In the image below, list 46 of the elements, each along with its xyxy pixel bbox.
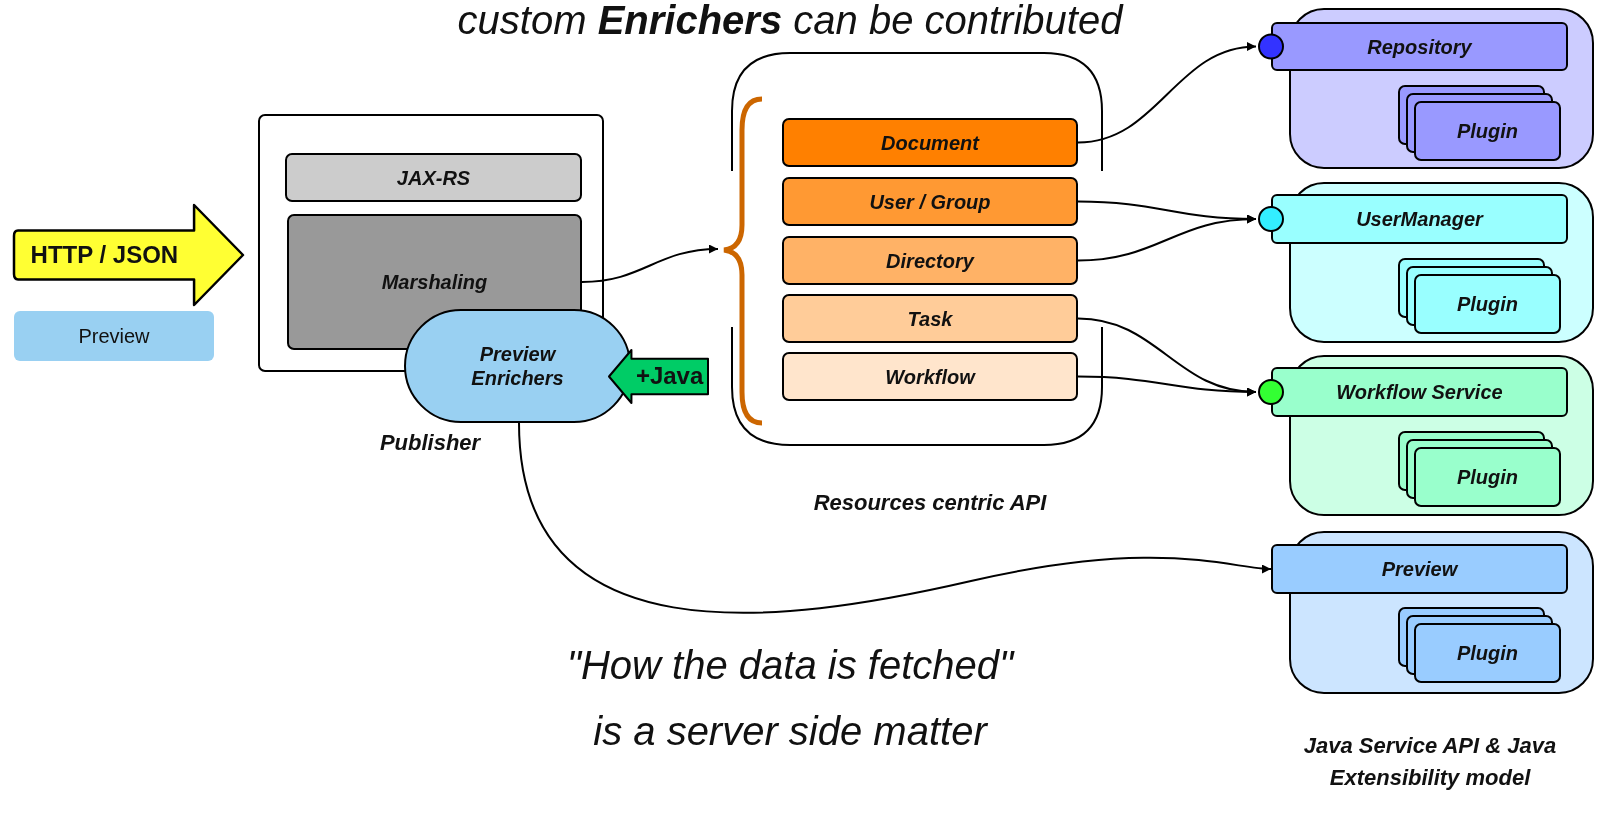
node-label: Plugin — [1456, 465, 1519, 489]
caption-text: custom Enrichers can be contributed — [456, 0, 1125, 44]
resource-box — [782, 352, 1078, 401]
node-label: Preview — [78, 324, 150, 348]
arrow — [1077, 214, 1257, 262]
node-label: Document — [881, 130, 979, 155]
node-label: Preview Enrichers — [470, 342, 565, 390]
service-bar — [1256, 367, 1568, 417]
quote-text: "How the data is fetched" is a server side matter — [565, 642, 1016, 755]
arrow-shape — [606, 347, 712, 406]
caption-text: Resources centric API — [812, 490, 1048, 517]
resource-box — [782, 177, 1078, 226]
arrow — [581, 244, 719, 283]
resource-box — [782, 236, 1078, 285]
node-label: Task — [907, 306, 953, 331]
node-label: JAX-RS — [396, 165, 471, 190]
node-label: Plugin — [1456, 119, 1519, 143]
resource-box — [782, 118, 1078, 167]
node-label: Marshaling — [381, 270, 488, 294]
node-label: HTTP / JSON — [30, 240, 179, 270]
node-label: UserManager — [1356, 207, 1483, 231]
plugin-card-stack — [1398, 431, 1561, 507]
plugin-card-stack — [1398, 607, 1561, 683]
layer-box — [285, 153, 582, 202]
node-label: User / Group — [869, 189, 991, 214]
arrow — [518, 422, 1272, 614]
service-bar — [1256, 194, 1568, 244]
arrow — [1077, 42, 1257, 144]
service-bar — [1271, 544, 1568, 594]
plugin-card-stack — [1398, 85, 1561, 161]
tag-box — [14, 311, 214, 361]
node-label: Directory — [886, 248, 974, 273]
node-label: Plugin — [1456, 292, 1519, 316]
caption-text: Publisher — [378, 430, 482, 457]
node-label: Workflow — [885, 364, 975, 389]
arrow-shape — [10, 202, 246, 308]
service-bar — [1256, 22, 1568, 71]
node-label: Preview — [1381, 557, 1458, 581]
node-label: Workflow Service — [1336, 380, 1503, 404]
plugin-card-stack — [1398, 258, 1561, 334]
resource-box — [782, 294, 1078, 343]
node-label: Plugin — [1456, 641, 1519, 665]
node-label: +Java — [635, 362, 704, 391]
arrow — [1077, 375, 1257, 397]
node-label: Repository — [1367, 34, 1472, 59]
caption-text: Java Service API & Java Extensibility model — [1302, 732, 1558, 792]
